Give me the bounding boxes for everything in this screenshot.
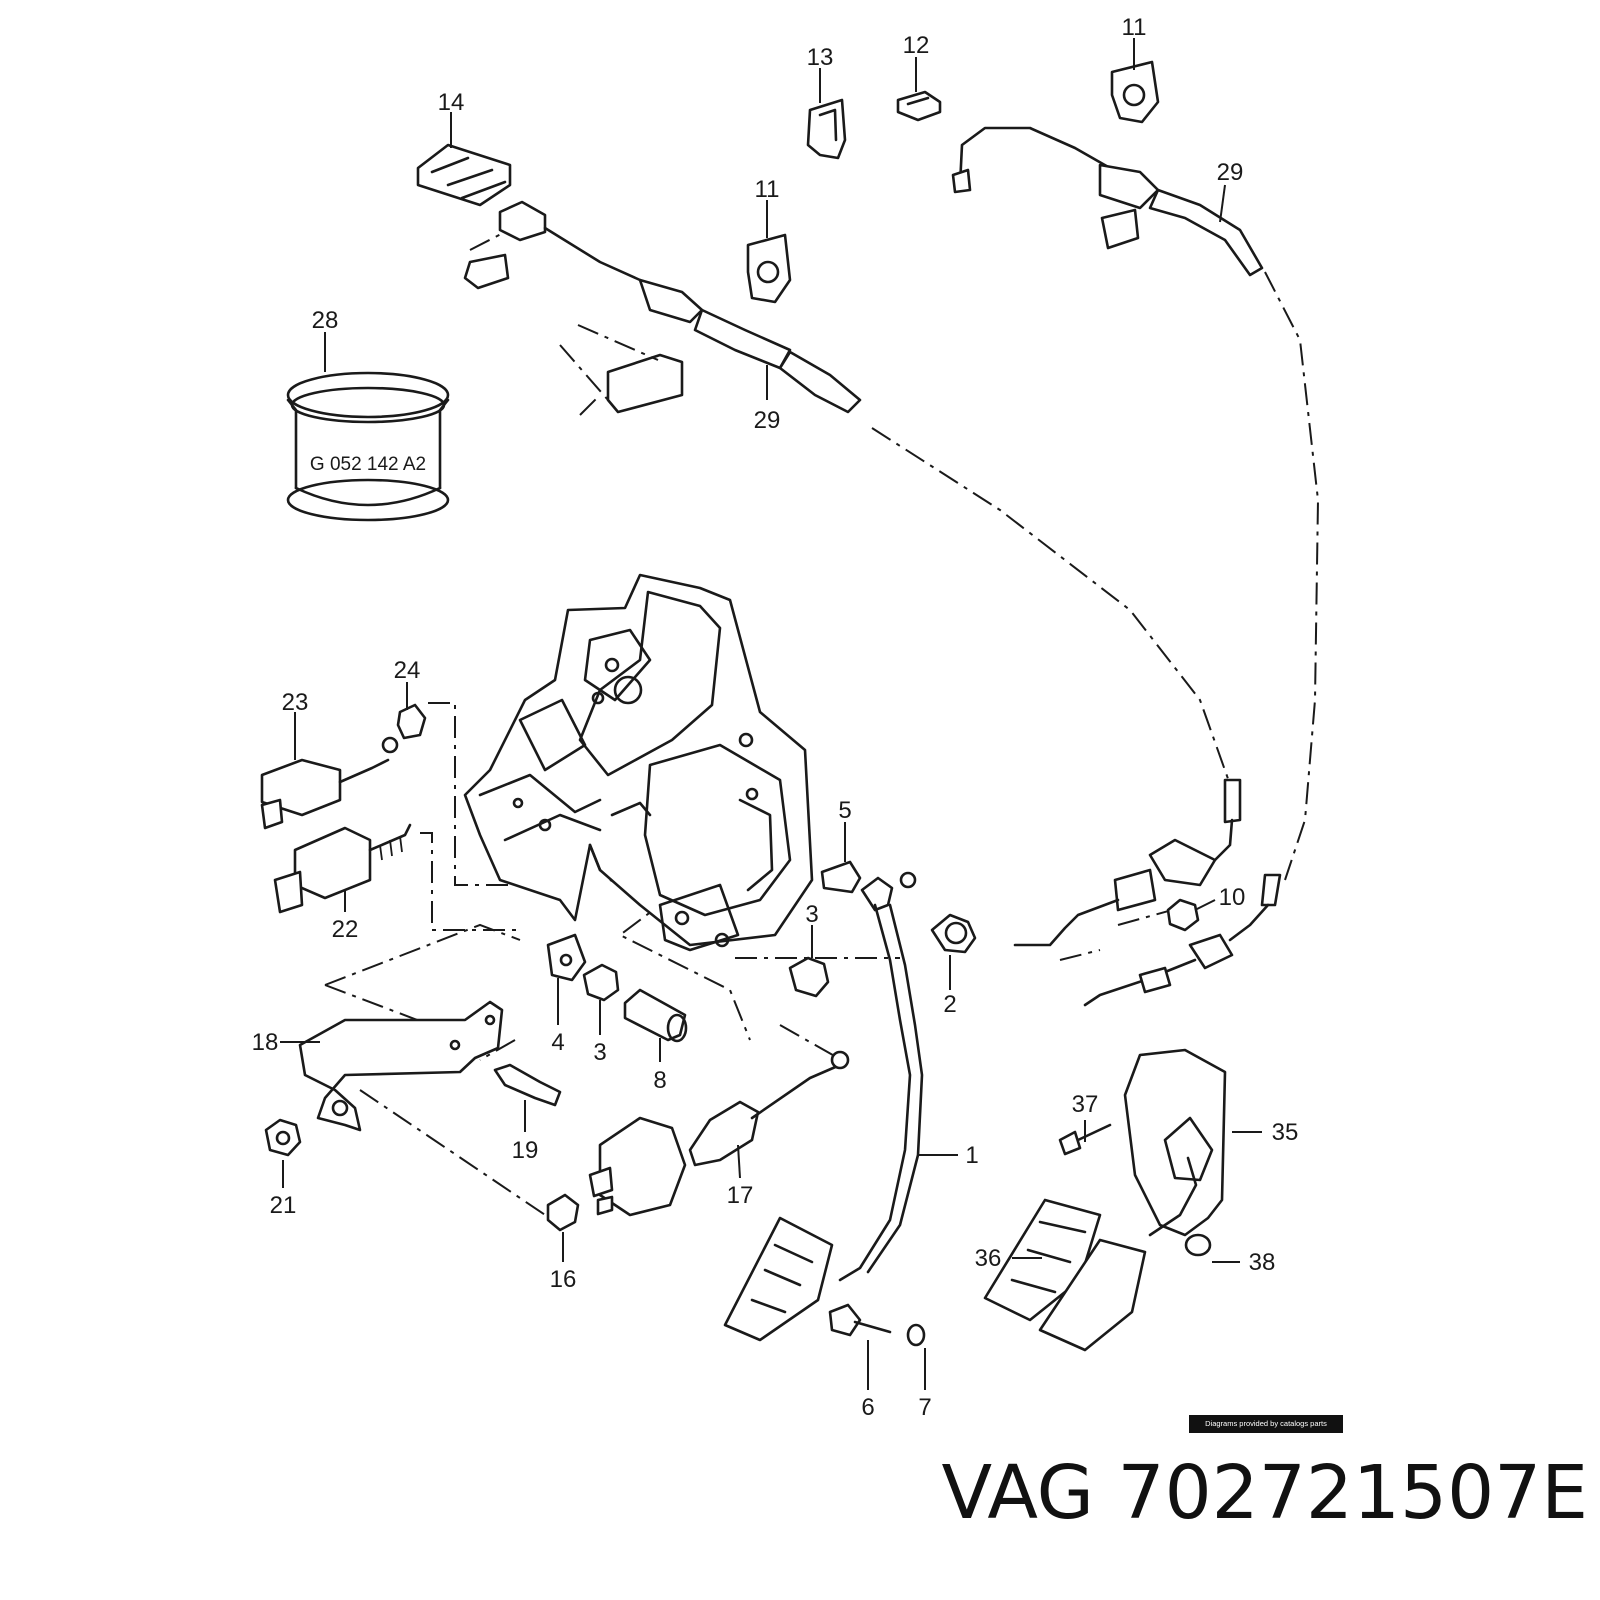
callout-29-right: 29 [1217, 159, 1244, 186]
callout-35: 35 [1272, 1119, 1299, 1146]
part-marking: G 052 142 A2 [310, 454, 426, 475]
callout-38: 38 [1249, 1249, 1276, 1276]
clip-part-5 [820, 860, 862, 894]
washer-part-7 [906, 1323, 926, 1347]
bushing-part-2 [930, 913, 977, 954]
screw-part-6 [828, 1303, 892, 1337]
screw-part-37 [1058, 1123, 1112, 1156]
bracket-part-18 [298, 1000, 504, 1132]
callout-7: 7 [918, 1394, 931, 1421]
ring-part-28: G 052 142 A2 [286, 371, 450, 522]
cylinder-part-17 [588, 1050, 850, 1217]
sleeve-part-8 [623, 988, 688, 1043]
callout-6: 6 [861, 1394, 874, 1421]
pedal-bracket-assembly [463, 573, 814, 952]
switch-part-23 [260, 736, 399, 830]
bracket-part-4 [546, 933, 587, 982]
callout-29-left: 29 [754, 407, 781, 434]
callout-10: 10 [1219, 884, 1246, 911]
bushing-part-16 [546, 1193, 580, 1232]
shift-cable-part-29-right [951, 126, 1264, 277]
cap-part-38 [1184, 1233, 1212, 1257]
callout-21: 21 [270, 1192, 297, 1219]
callout-17: 17 [727, 1182, 754, 1209]
pedal-part-1 [723, 871, 924, 1342]
bracket-part-13 [806, 98, 847, 160]
callout-13: 13 [807, 44, 834, 71]
callout-36: 36 [975, 1245, 1002, 1272]
callout-23: 23 [282, 689, 309, 716]
bushing-part-3-left [582, 963, 620, 1002]
callout-12: 12 [903, 32, 930, 59]
callout-24: 24 [394, 657, 421, 684]
callout-16: 16 [550, 1266, 577, 1293]
retaining-clip-part-11-top [1110, 60, 1160, 124]
clip-part-14 [416, 143, 512, 207]
callout-37: 37 [1072, 1091, 1099, 1118]
bushing-part-3-right [788, 956, 830, 998]
nut-part-10 [1166, 898, 1200, 932]
pedal-module-part-35 [1123, 1048, 1227, 1237]
callout-14: 14 [438, 89, 465, 116]
callout-3-left: 3 [593, 1039, 606, 1066]
callout-11-top: 11 [1122, 14, 1147, 41]
callout-5: 5 [838, 797, 851, 824]
clip-part-12 [896, 90, 942, 122]
callout-3-right: 3 [805, 901, 818, 928]
callout-numbers: 11 12 13 14 11 29 29 28 24 23 22 5 10 3 … [252, 14, 1299, 1421]
part-number-title: VAG 702721507E [941, 1450, 1588, 1536]
lower-cable-assembly [1013, 778, 1282, 1007]
callout-22: 22 [332, 916, 359, 943]
callout-2: 2 [943, 991, 956, 1018]
callout-11-middle: 11 [755, 176, 780, 203]
pin-part-19 [493, 1063, 562, 1107]
callout-18: 18 [252, 1029, 279, 1056]
nut-part-24 [396, 703, 427, 740]
switch-part-22 [273, 823, 412, 914]
credit-badge: Diagrams provided by catalogs parts [1189, 1415, 1343, 1433]
callout-8: 8 [653, 1067, 666, 1094]
nut-part-21 [264, 1118, 302, 1157]
leader-lines [280, 38, 1262, 1390]
callout-19: 19 [512, 1137, 539, 1164]
callout-4: 4 [551, 1029, 564, 1056]
callout-28: 28 [312, 307, 339, 334]
pedal-pad-part-36 [983, 1198, 1147, 1352]
shift-cable-part-29-left [463, 200, 862, 414]
retaining-clip-part-11-middle [746, 233, 792, 304]
callout-1: 1 [965, 1142, 978, 1169]
